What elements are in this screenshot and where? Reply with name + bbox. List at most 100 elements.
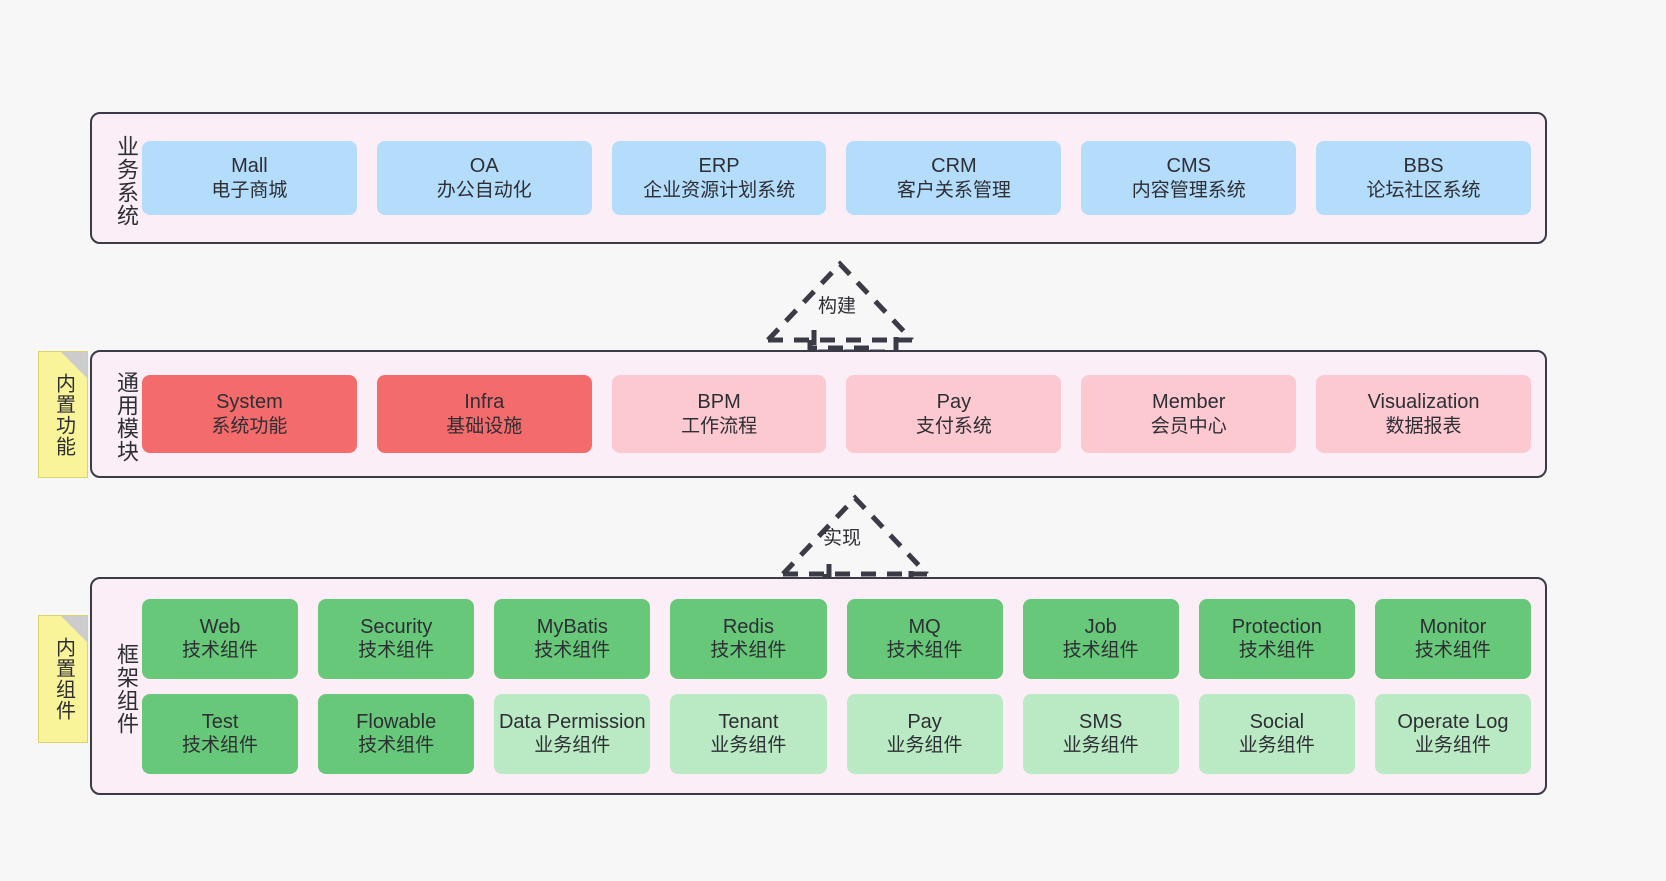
node-pay-component[interactable]: Pay 业务组件 [846,693,1003,774]
node-visualization[interactable]: Visualization 数据报表 [1316,375,1531,453]
node-title: Social [1249,710,1305,733]
node-subtitle: 业务组件 [1238,735,1315,757]
layer-business-systems: 业务系统 Mall 电子商城 OA 办公自动化 ERP 企业资源计划系统 CRM… [90,112,1547,244]
node-title: BBS [1403,155,1444,178]
node-web[interactable]: Web 技术组件 [142,598,299,679]
node-oa[interactable]: OA 办公自动化 [376,141,592,215]
node-subtitle: 基础设施 [446,415,523,437]
layer-title-business: 业务系统 [114,135,139,227]
node-subtitle: 数据报表 [1385,415,1462,437]
node-title: Test [201,710,239,733]
node-subtitle: 业务组件 [1414,735,1491,757]
node-subtitle: 技术组件 [182,640,259,662]
arrow-label-realize: 实现 [823,528,862,549]
node-security[interactable]: Security 技术组件 [318,598,475,679]
node-title: System [216,391,283,414]
node-job[interactable]: Job 技术组件 [1022,598,1179,679]
node-subtitle: 业务组件 [534,735,611,757]
node-subtitle: 技术组件 [886,640,963,662]
node-title: ERP [698,155,740,178]
node-title: BPM [697,391,741,414]
node-social[interactable]: Social 业务组件 [1198,693,1355,774]
node-tenant[interactable]: Tenant 业务组件 [670,693,827,774]
node-subtitle: 技术组件 [1238,640,1315,662]
node-subtitle: 技术组件 [1062,640,1139,662]
node-member[interactable]: Member 会员中心 [1081,375,1297,453]
node-bbs[interactable]: BBS 论坛社区系统 [1316,141,1531,215]
node-subtitle: 技术组件 [182,735,259,757]
node-title: Visualization [1367,391,1480,414]
node-subtitle: 内容管理系统 [1131,179,1246,201]
node-cms[interactable]: CMS 内容管理系统 [1081,141,1297,215]
node-title: CRM [931,155,977,178]
node-subtitle: 系统功能 [211,415,288,437]
sticky-note-builtin-component: 内置组件 [38,615,88,743]
node-title: Web [199,615,241,638]
node-flowable[interactable]: Flowable 技术组件 [318,693,475,774]
node-title: Tenant [718,710,779,733]
node-erp[interactable]: ERP 企业资源计划系统 [611,141,827,215]
node-row: System 系统功能 Infra 基础设施 BPM 工作流程 Pay 支付系统… [142,375,1531,453]
node-crm[interactable]: CRM 客户关系管理 [846,141,1062,215]
node-row: Web 技术组件 Security 技术组件 MyBatis 技术组件 Redi… [142,598,1531,679]
node-data-permission[interactable]: Data Permission 业务组件 [494,693,651,774]
layer-body-framework: Web 技术组件 Security 技术组件 MyBatis 技术组件 Redi… [138,579,1545,793]
node-title: Operate Log [1397,710,1509,733]
node-title: Flowable [356,710,437,733]
node-subtitle: 业务组件 [886,735,963,757]
layer-title-common: 通用模块 [114,371,139,463]
layer-common-modules: 通用模块 System 系统功能 Infra 基础设施 BPM 工作流程 Pay… [90,350,1547,478]
node-system[interactable]: System 系统功能 [142,375,357,453]
node-title: MyBatis [536,615,608,638]
node-title: Security [360,615,433,638]
layer-body-common: System 系统功能 Infra 基础设施 BPM 工作流程 Pay 支付系统… [138,352,1545,476]
node-subtitle: 企业资源计划系统 [643,179,796,201]
node-title: CMS [1166,155,1211,178]
layer-body-business: Mall 电子商城 OA 办公自动化 ERP 企业资源计划系统 CRM 客户关系… [138,114,1545,242]
node-subtitle: 工作流程 [681,415,758,437]
arrow-label-build: 构建 [818,296,857,317]
node-title: Pay [907,710,942,733]
node-subtitle: 技术组件 [358,640,435,662]
node-mq[interactable]: MQ 技术组件 [846,598,1003,679]
node-row: Test 技术组件 Flowable 技术组件 Data Permission … [142,693,1531,774]
node-title: Infra [464,391,505,414]
node-title: MQ [908,615,941,638]
node-title: Redis [722,615,774,638]
sticky-note-builtin-function: 内置功能 [38,351,88,478]
node-subtitle: 技术组件 [1414,640,1491,662]
node-title: Member [1152,391,1226,414]
node-subtitle: 技术组件 [710,640,787,662]
node-sms[interactable]: SMS 业务组件 [1022,693,1179,774]
node-pay-module[interactable]: Pay 支付系统 [846,375,1062,453]
node-subtitle: 电子商城 [211,179,288,201]
node-subtitle: 办公自动化 [436,179,532,201]
node-subtitle: 业务组件 [710,735,787,757]
arrow-stem-upper [807,340,873,351]
node-subtitle: 技术组件 [534,640,611,662]
node-subtitle: 技术组件 [358,735,435,757]
node-subtitle: 论坛社区系统 [1366,179,1481,201]
node-operate-log[interactable]: Operate Log 业务组件 [1374,693,1531,774]
node-title: Job [1084,615,1117,638]
layer-framework-components: 框架组件 Web 技术组件 Security 技术组件 MyBatis 技术组件… [90,577,1547,795]
node-mybatis[interactable]: MyBatis 技术组件 [494,598,651,679]
node-monitor[interactable]: Monitor 技术组件 [1374,598,1531,679]
node-protection[interactable]: Protection 技术组件 [1198,598,1355,679]
node-row: Mall 电子商城 OA 办公自动化 ERP 企业资源计划系统 CRM 客户关系… [142,141,1531,215]
node-redis[interactable]: Redis 技术组件 [670,598,827,679]
node-title: Data Permission [498,710,646,733]
node-subtitle: 会员中心 [1150,415,1227,437]
node-subtitle: 支付系统 [915,415,992,437]
node-title: OA [469,155,499,178]
node-test[interactable]: Test 技术组件 [142,693,299,774]
node-subtitle: 客户关系管理 [896,179,1011,201]
node-bpm[interactable]: BPM 工作流程 [611,375,827,453]
node-title: Pay [936,391,972,414]
node-title: Monitor [1419,615,1487,638]
node-subtitle: 业务组件 [1062,735,1139,757]
node-title: Mall [231,155,268,178]
node-infra[interactable]: Infra 基础设施 [376,375,592,453]
node-title: Protection [1231,615,1322,638]
node-mall[interactable]: Mall 电子商城 [142,141,357,215]
